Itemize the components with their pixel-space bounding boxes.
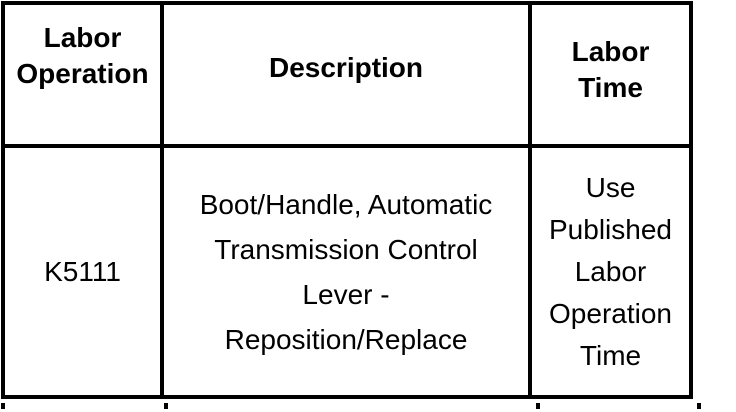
header-label-line: Labor	[571, 35, 650, 67]
labor-time-line: Labor	[574, 255, 647, 287]
table-border-stub	[164, 403, 168, 409]
description-line: Transmission Control	[214, 233, 478, 265]
cell-labor-time: Use Published Labor Operation Time	[532, 148, 689, 395]
cell-description: Boot/Handle, Automatic Transmission Cont…	[164, 148, 532, 395]
description-line: Reposition/Replace	[224, 323, 468, 355]
description-line: Boot/Handle, Automatic	[199, 188, 493, 220]
header-cell-description: Description	[164, 5, 532, 148]
description-line: Lever -	[302, 278, 390, 310]
header-label-line: Labor	[43, 21, 122, 53]
table-border-stub	[697, 403, 701, 409]
header-label-line: Description	[268, 51, 424, 83]
labor-operation-code: K5111	[44, 255, 121, 287]
labor-time-line: Published	[549, 213, 672, 245]
header-label-line: Time	[578, 71, 643, 103]
header-cell-labor-operation: Labor Operation	[5, 5, 164, 148]
header-label-line: Operation	[16, 57, 149, 89]
labor-time-line: Operation	[549, 297, 672, 329]
table-border-stub	[1, 403, 5, 409]
labor-operations-table: Labor Operation Description Labor Time K…	[1, 1, 693, 399]
labor-time-line: Time	[579, 339, 642, 371]
header-cell-labor-time: Labor Time	[532, 5, 689, 148]
cell-labor-operation-code: K5111	[5, 148, 164, 395]
labor-time-line: Use	[585, 171, 636, 203]
table-border-stub	[536, 403, 540, 409]
